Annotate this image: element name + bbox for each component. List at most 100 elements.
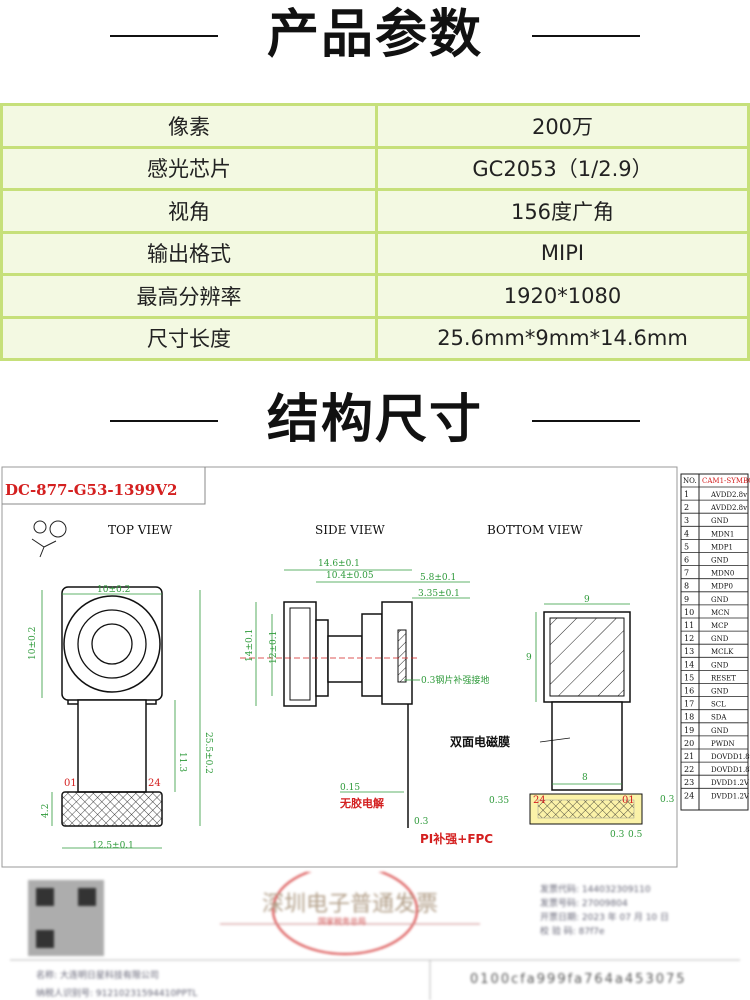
dim-bottom-w2: 8 bbox=[582, 773, 588, 783]
dim-side-3: 5.8±0.1 bbox=[420, 573, 456, 583]
dim-side-7: 0.15 bbox=[340, 783, 360, 793]
pin-number: 19 bbox=[684, 726, 694, 735]
pin-number: 18 bbox=[684, 713, 694, 722]
pin-symbol: PWDN bbox=[711, 740, 735, 748]
pin-number: 24 bbox=[684, 791, 694, 800]
dim-top-height: 10±0.2 bbox=[28, 627, 38, 660]
side-view-label: SIDE VIEW bbox=[315, 523, 385, 537]
param-key: 视角 bbox=[0, 188, 378, 234]
param-key: 尺寸长度 bbox=[0, 315, 378, 361]
structure-header: 结构尺寸 bbox=[0, 385, 750, 455]
pin-number: 12 bbox=[684, 634, 694, 643]
pin-label-01: 01 bbox=[64, 778, 77, 789]
dim-top-conn-w: 12.5±0.1 bbox=[92, 841, 134, 851]
pin-symbol: MCLK bbox=[711, 648, 734, 656]
pin-number: 14 bbox=[684, 660, 694, 669]
pin-number: 3 bbox=[684, 516, 689, 525]
dim-bottom-last: 0.5 bbox=[628, 830, 643, 840]
invoice-check: 校 验 码: 87f7e bbox=[540, 927, 605, 937]
pin-symbol: DVDD1.2V bbox=[711, 779, 750, 787]
pin-number: 6 bbox=[684, 556, 689, 565]
pin-table: NO. CAM1-SYMBOL 1AVDD2.8v2AVDD2.8v3GND4M… bbox=[680, 473, 750, 811]
pin-number: 7 bbox=[684, 569, 689, 578]
pin-symbol: MCN bbox=[711, 609, 730, 617]
note-steel: 0.3钢片补强接地 bbox=[421, 674, 489, 686]
invoice-graphics bbox=[10, 872, 740, 1000]
pin-number: 15 bbox=[684, 673, 694, 682]
technical-drawing: DC-877-G53-1399V2 TOP VIEW SIDE VIEW BOT… bbox=[0, 462, 750, 872]
pin-number: 4 bbox=[684, 529, 689, 538]
pin-number: 11 bbox=[684, 621, 694, 630]
pin-symbol: GND bbox=[711, 596, 729, 604]
note-pi: PI补强+FPC bbox=[420, 831, 493, 846]
section-title-structure: 结构尺寸 bbox=[266, 390, 483, 450]
side-view: 14.6±0.1 10.4±0.05 5.8±0.1 3.35±0.1 14±0… bbox=[240, 559, 493, 846]
dim-bottom-right: 0.3 bbox=[660, 795, 675, 805]
dim-bottom-w: 9 bbox=[584, 595, 590, 605]
pin-symbol: DOVDD1.8v bbox=[711, 753, 750, 761]
pin-label-24-bottom: 24 bbox=[533, 795, 546, 806]
param-key: 最高分辨率 bbox=[0, 273, 378, 319]
pin-symbol: MDP1 bbox=[711, 543, 733, 551]
pin-symbol: RESET bbox=[711, 674, 736, 682]
param-value: 156度广角 bbox=[375, 188, 750, 234]
pin-number: 10 bbox=[684, 608, 694, 617]
invoice-date: 开票日期: 2023 年 07 月 10 日 bbox=[540, 913, 670, 923]
bottom-view: 9 9 双面电磁膜 8 0.35 0.3 0.3 0.5 24 01 bbox=[450, 595, 675, 840]
dim-side-6: 12±0.1 bbox=[269, 631, 279, 664]
pin-table-header-symbol: CAM1-SYMBOL bbox=[702, 477, 750, 485]
top-view: 10±0.2 10±0.2 25.5±0.2 11.3 4.2 12.5±0.1… bbox=[28, 585, 213, 851]
header-rule-left bbox=[110, 35, 218, 37]
param-value: 200万 bbox=[375, 103, 750, 149]
params-header: 产品参数 bbox=[0, 0, 750, 70]
pin-number: 20 bbox=[684, 739, 694, 748]
pin-symbol: GND bbox=[711, 688, 729, 696]
dim-side-2: 10.4±0.05 bbox=[326, 571, 374, 581]
pin-symbol: DOVDD1.8V bbox=[711, 766, 750, 774]
dim-bottom-left: 0.35 bbox=[489, 796, 509, 806]
pin-table-header-no: NO. bbox=[683, 477, 697, 485]
pin-symbol: SDA bbox=[711, 714, 727, 722]
dim-side-1: 14.6±0.1 bbox=[318, 559, 360, 569]
pin-symbol: GND bbox=[711, 661, 729, 669]
invoice-buyer-name: 名称: 大连明日星科技有限公司 bbox=[36, 971, 159, 981]
header-rule-right bbox=[532, 35, 640, 37]
pin-symbol: MDN0 bbox=[711, 570, 734, 578]
pin-symbol: GND bbox=[711, 557, 729, 565]
invoice-buyer-id: 纳税人识别号: 91210231594410PPTL bbox=[36, 989, 198, 999]
invoice-code: 发票代码: 144032309110 bbox=[540, 885, 651, 895]
pin-symbol: AVDD2.8v bbox=[710, 504, 747, 512]
invoice-stamp: 国家税务总局 bbox=[318, 917, 366, 926]
param-value: 25.6mm*9mm*14.6mm bbox=[375, 315, 750, 361]
pin-number: 22 bbox=[684, 765, 694, 774]
pin-symbol: SCL bbox=[711, 701, 726, 709]
pin-symbol: DVDD1.2V bbox=[711, 792, 750, 800]
top-view-label: TOP VIEW bbox=[108, 523, 173, 537]
drawing-svg: DC-877-G53-1399V2 TOP VIEW SIDE VIEW BOT… bbox=[1, 466, 750, 868]
param-value: MIPI bbox=[375, 230, 750, 276]
note-no-glue: 无胶电解 bbox=[339, 796, 384, 810]
pin-symbol: GND bbox=[711, 517, 729, 525]
bottom-view-label: BOTTOM VIEW bbox=[487, 523, 583, 537]
pin-number: 5 bbox=[684, 542, 689, 551]
dim-top-mid: 11.3 bbox=[177, 752, 187, 772]
pin-number: 1 bbox=[684, 490, 689, 499]
dim-bottom-h: 9 bbox=[526, 653, 532, 663]
pin-number: 2 bbox=[684, 503, 689, 512]
section-title-params: 产品参数 bbox=[266, 5, 483, 65]
param-key: 输出格式 bbox=[0, 230, 378, 276]
rohs-icon bbox=[31, 520, 67, 558]
pin-number: 17 bbox=[684, 700, 694, 709]
dim-side-4: 3.35±0.1 bbox=[418, 589, 460, 599]
pin-symbol: MCP bbox=[711, 622, 729, 630]
pin-label-24: 24 bbox=[148, 778, 161, 789]
invoice-number: 发票号码: 27009804 bbox=[540, 899, 628, 909]
pin-number: 9 bbox=[684, 595, 689, 604]
pin-label-01-bottom: 01 bbox=[622, 795, 635, 806]
